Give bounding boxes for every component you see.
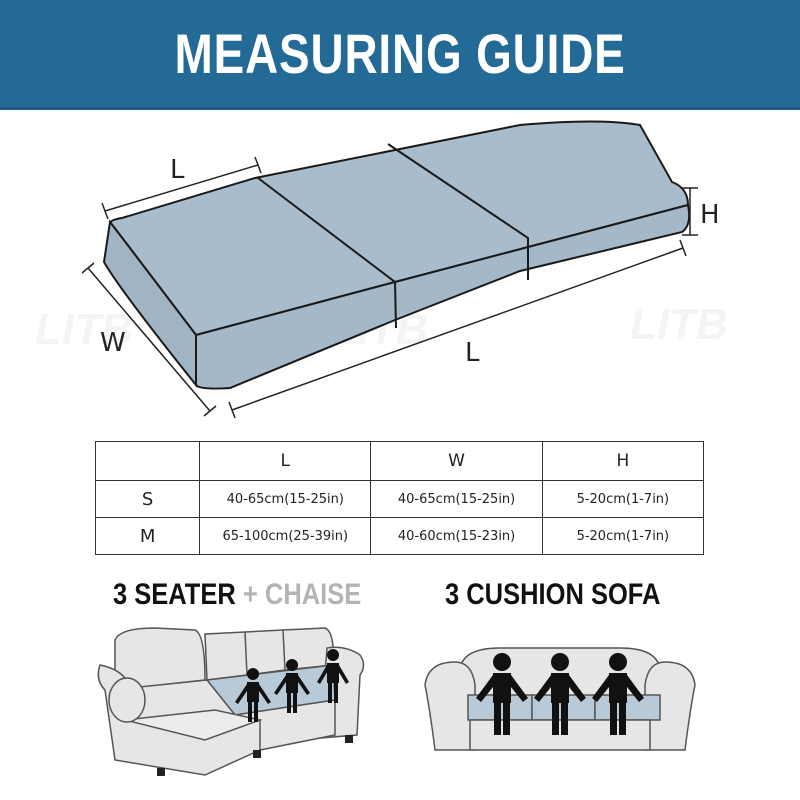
- page-title: MEASURING GUIDE: [174, 22, 626, 85]
- table-header-row: L W H: [94, 441, 705, 481]
- size-label: S: [94, 480, 201, 518]
- cushion-diagram: LITB LITB LITB L H W L: [0, 110, 800, 430]
- table-row: S 40-65cm(15-25in) 40-65cm(15-25in) 5-20…: [94, 480, 705, 518]
- width-label: W: [100, 328, 126, 358]
- size-table: L W H S 40-65cm(15-25in) 40-65cm(15-25in…: [94, 441, 705, 555]
- title-main: 3 SEATER: [113, 578, 236, 611]
- three-cushion-sofa-illustration: [424, 647, 696, 751]
- person-icon: [592, 653, 644, 735]
- watermark: LITB: [35, 305, 133, 354]
- section-title-3-seater-chaise: 3 SEATER + CHAISE: [113, 578, 361, 612]
- person-icon: [476, 653, 528, 735]
- watermark: LITB: [630, 300, 728, 349]
- length-value: 40-65cm(15-25in): [199, 480, 372, 518]
- length-value: 65-100cm(25-39in): [199, 517, 372, 555]
- height-value: 5-20cm(1-7in): [541, 517, 705, 555]
- title-plus: +: [242, 578, 258, 611]
- person-icon: [317, 649, 349, 703]
- width-value: 40-60cm(15-23in): [370, 517, 543, 555]
- table-header-cell: H: [541, 441, 705, 481]
- table-header-cell: W: [370, 441, 543, 481]
- total-length-label: L: [465, 338, 480, 368]
- table-header-cell: L: [199, 441, 372, 481]
- table-row: M 65-100cm(25-39in) 40-60cm(15-23in) 5-2…: [94, 517, 705, 555]
- person-icon: [534, 653, 586, 735]
- sectional-sofa-illustration: [97, 627, 365, 776]
- top-length-label: L: [170, 155, 185, 185]
- person-icon: [274, 659, 310, 713]
- height-label: H: [700, 200, 720, 230]
- size-label: M: [94, 517, 201, 555]
- section-title-3-cushion-sofa: 3 CUSHION SOFA: [445, 578, 661, 611]
- width-value: 40-65cm(15-25in): [370, 480, 543, 518]
- cushion-illustration: [81, 120, 698, 419]
- title-extra: CHAISE: [264, 578, 362, 611]
- table-header-cell: [94, 441, 201, 481]
- person-icon: [235, 668, 271, 722]
- header-banner: MEASURING GUIDE: [0, 0, 800, 110]
- height-value: 5-20cm(1-7in): [541, 480, 705, 518]
